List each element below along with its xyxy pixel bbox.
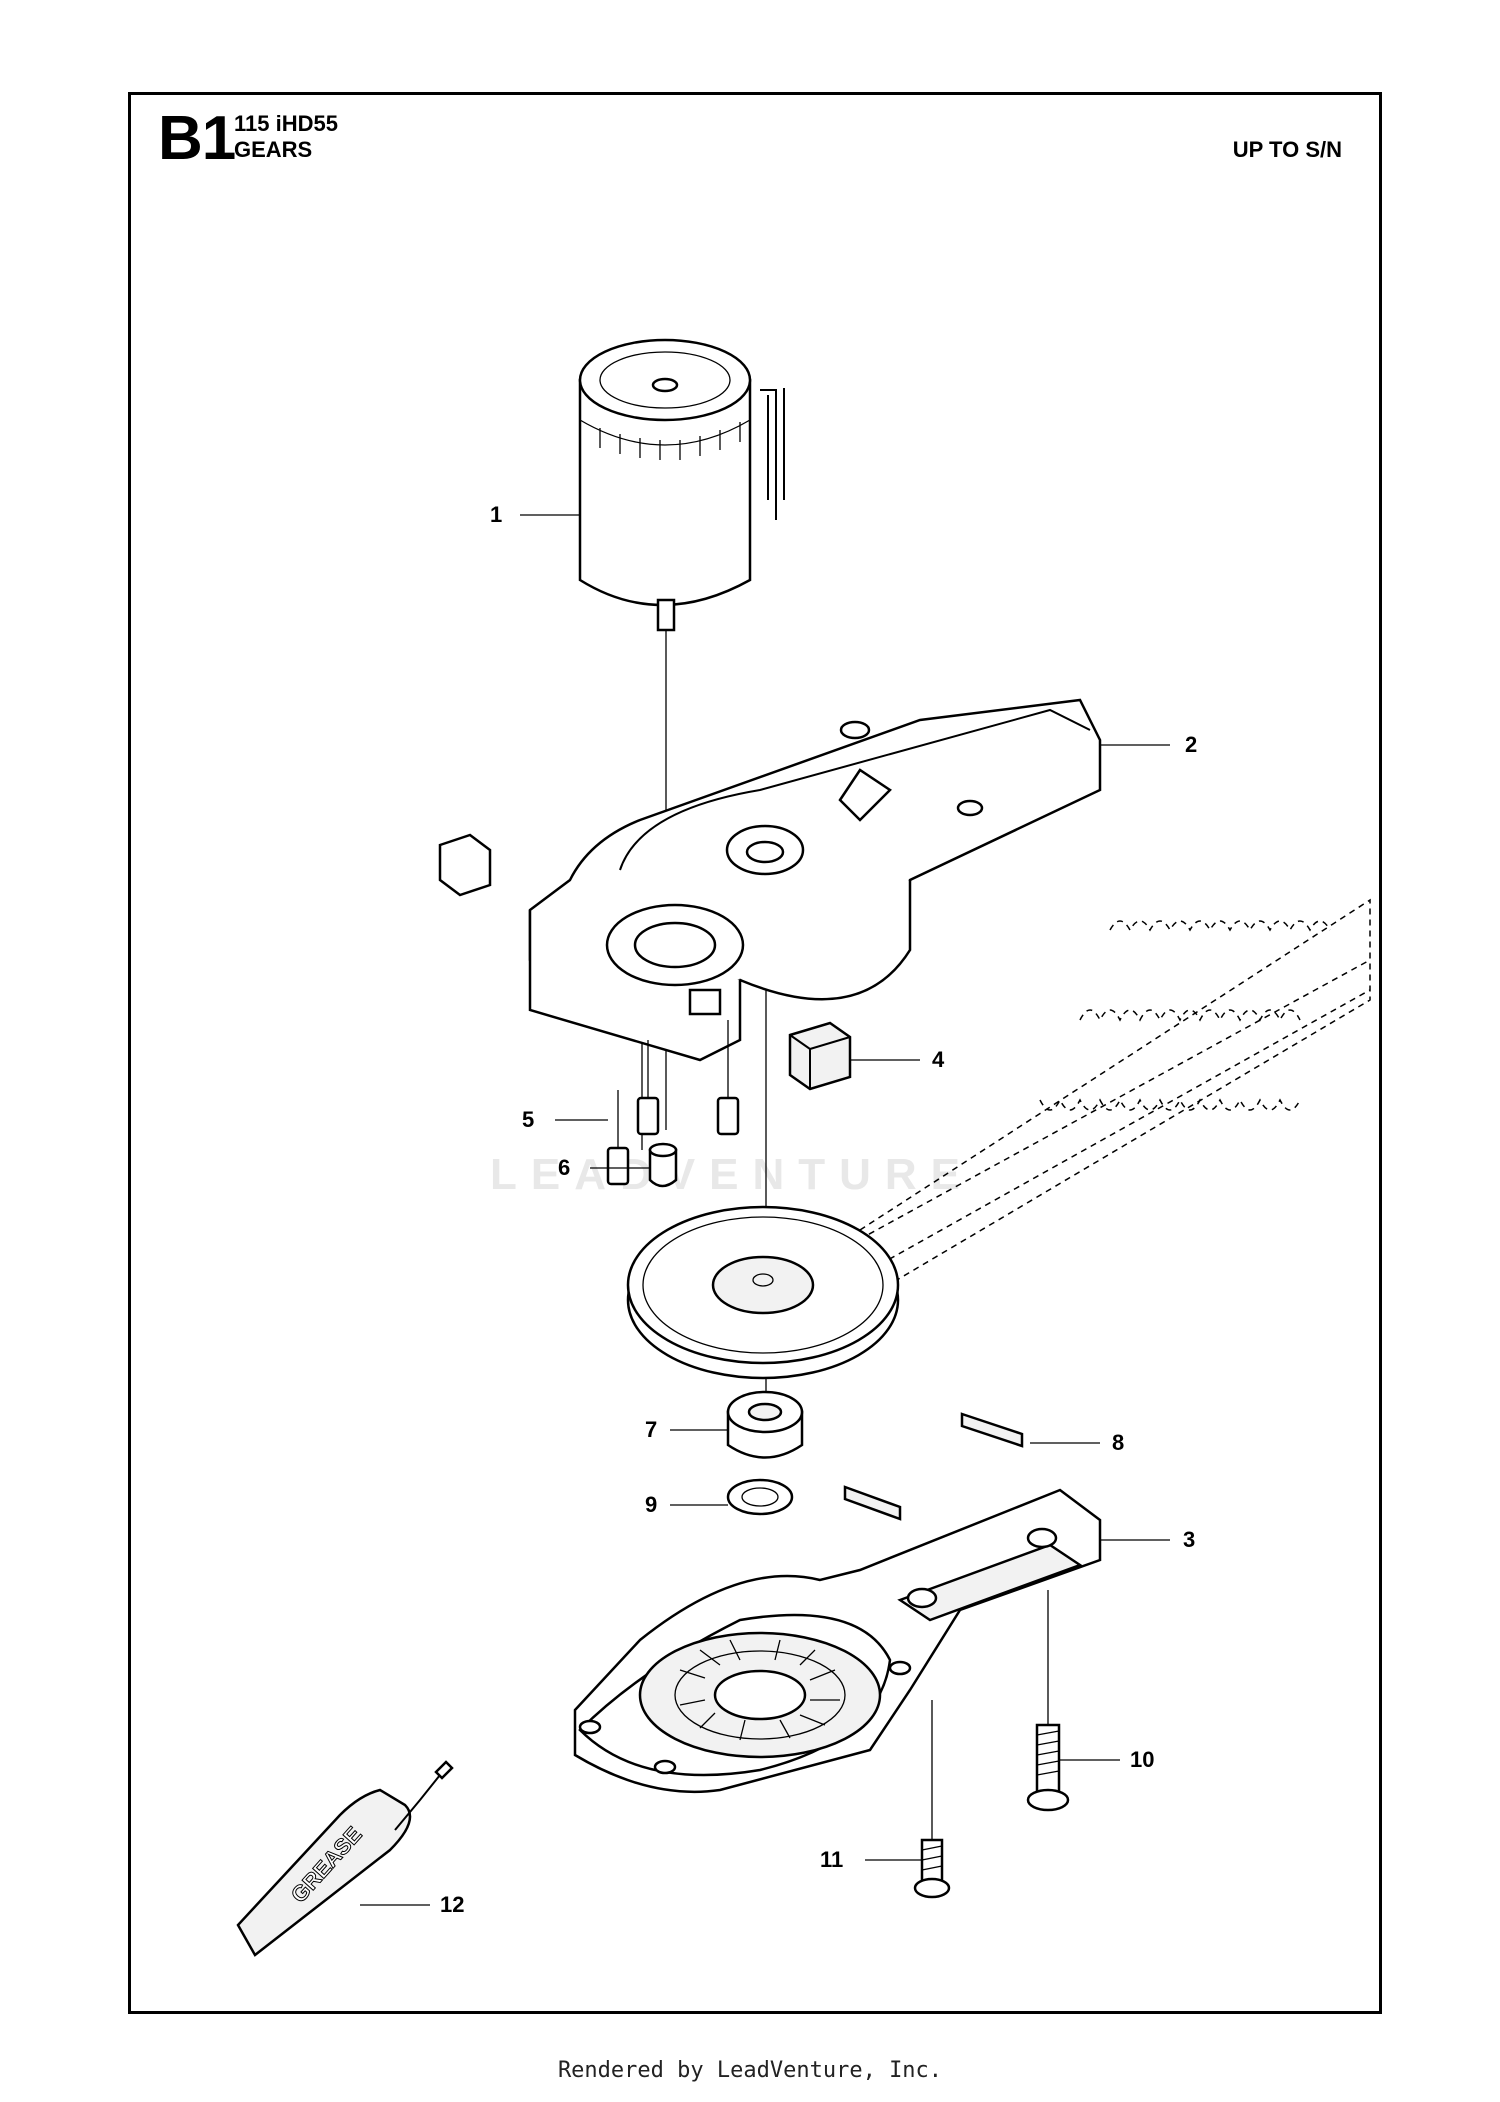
callout-6: 6: [558, 1155, 571, 1180]
long-screw-part: [1026, 1723, 1070, 1812]
callout-4: 4: [932, 1047, 945, 1072]
watermark: LEADVENTURE: [490, 1150, 975, 1199]
sheet-code: B1: [158, 104, 236, 173]
callout-12: 12: [440, 1892, 465, 1917]
bearing-part: [726, 1390, 804, 1459]
short-screw-part: [913, 1838, 951, 1899]
serial-note: UP TO S/N: [1232, 137, 1342, 162]
grease-tube-part: GREASE: [236, 1760, 454, 1957]
callout-9: 9: [645, 1492, 658, 1517]
footer-credit: Rendered by LeadVenture, Inc.: [557, 2058, 943, 2083]
gear-housing-lower-part: [573, 1488, 1102, 1794]
callout-2: 2: [1185, 732, 1198, 757]
sheet-title: GEARS: [234, 137, 313, 162]
washer-part: [726, 1478, 794, 1516]
key-bar-part: [843, 1412, 1024, 1521]
callout-11: 11: [820, 1847, 844, 1872]
callout-1: 1: [490, 502, 503, 527]
callout-7: 7: [645, 1417, 658, 1442]
blade-outline-ghost: [839, 898, 1371, 1292]
model-name: 115 iHD55: [234, 111, 338, 136]
callout-8: 8: [1112, 1430, 1125, 1455]
callout-5: 5: [522, 1107, 535, 1132]
screw-small-part: [606, 1020, 740, 1186]
diagram-frame: [128, 92, 1382, 2014]
motor-part: [578, 338, 785, 632]
brush-cap-part: [788, 1021, 852, 1091]
callout-leaders: [360, 514, 1170, 1906]
drive-gear-part: [626, 1205, 900, 1380]
callout-3: 3: [1183, 1527, 1196, 1552]
callout-10: 10: [1130, 1747, 1155, 1772]
bushing-part: [648, 1142, 678, 1188]
gear-housing-upper-part: [438, 698, 1102, 1062]
